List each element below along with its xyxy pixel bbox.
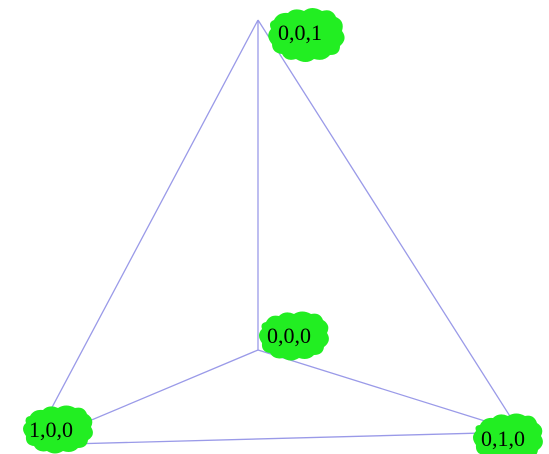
vertex-label-text-100: 1,0,0: [29, 417, 73, 442]
edge-v001-v100: [31, 19, 259, 446]
label-blob-010: [473, 413, 543, 454]
label-blob-100: [23, 405, 93, 454]
edge-v000-v010: [257, 349, 521, 433]
vertex-label-000: 0,0,0: [259, 311, 329, 361]
edge-v100-v010: [31, 431, 521, 446]
vertex-label-100: 1,0,0: [23, 405, 93, 454]
label-blob-000: [259, 311, 329, 361]
edges-layer: [31, 19, 521, 446]
vertex-label-text-001: 0,0,1: [278, 20, 322, 45]
edge-v001-v010: [257, 19, 521, 433]
vertex-label-text-000: 0,0,0: [267, 323, 311, 348]
label-blob-001: [268, 8, 345, 62]
labels-layer: 0,0,1 0,0,0 1,0,0 0,1,0: [23, 8, 543, 454]
vertex-label-text-010: 0,1,0: [481, 426, 525, 451]
vertex-label-010: 0,1,0: [473, 413, 543, 454]
vertex-label-001: 0,0,1: [268, 8, 345, 62]
